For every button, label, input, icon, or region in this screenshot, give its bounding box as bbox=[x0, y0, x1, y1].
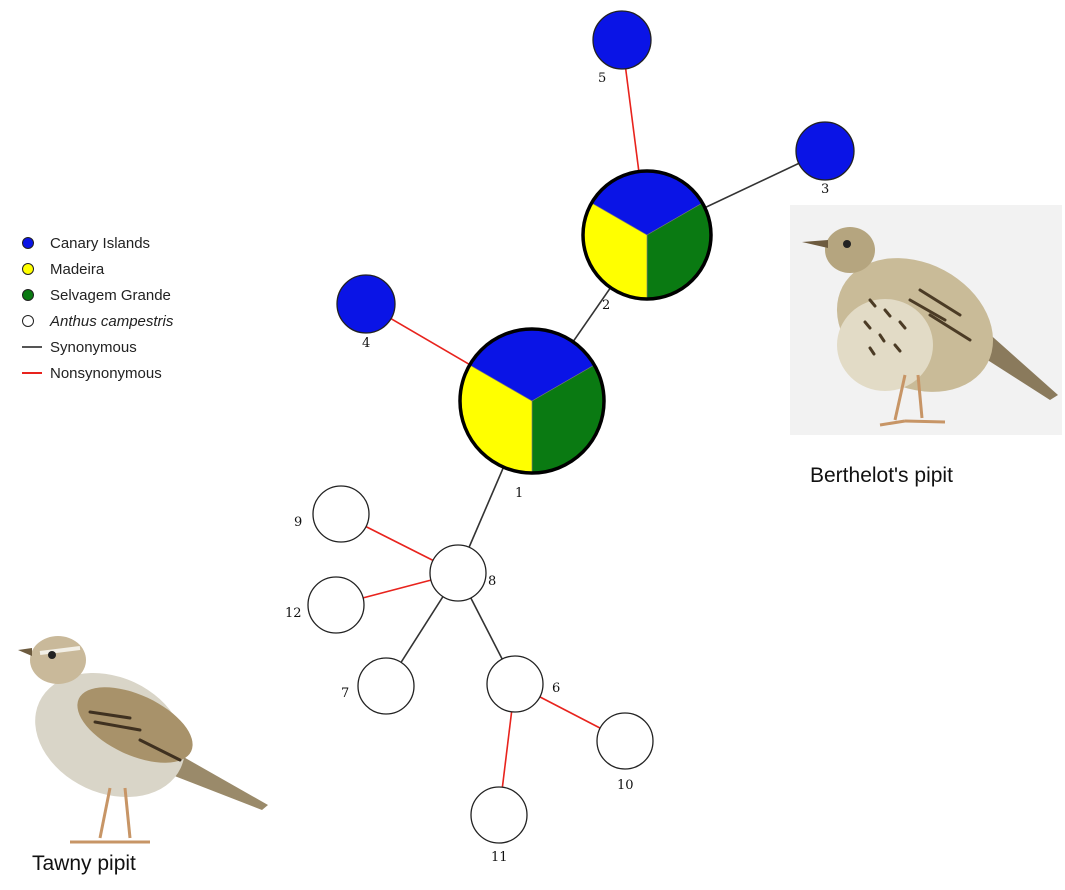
legend-label: Selvagem Grande bbox=[50, 286, 171, 304]
haplotype-node-9 bbox=[312, 485, 370, 543]
node-label-2: 2 bbox=[602, 298, 610, 313]
node-circle-5 bbox=[592, 10, 652, 70]
node-circle-3 bbox=[795, 121, 855, 181]
haplotype-node-6 bbox=[486, 655, 544, 713]
haplotype-node-8 bbox=[429, 544, 487, 602]
legend-item: Synonymous bbox=[22, 334, 173, 360]
node-circle-8 bbox=[429, 544, 487, 602]
nodes-layer bbox=[307, 10, 855, 844]
node-label-8: 8 bbox=[488, 574, 496, 589]
haplotype-node-7 bbox=[357, 657, 415, 715]
node-circle-12 bbox=[307, 576, 365, 634]
node-circle-4 bbox=[336, 274, 396, 334]
legend-label: Nonsynonymous bbox=[50, 364, 162, 382]
node-label-5: 5 bbox=[598, 71, 606, 86]
legend-label: Canary Islands bbox=[50, 234, 151, 252]
berthelots-pipit-caption: Berthelot's pipit bbox=[810, 464, 953, 487]
legend-label: Anthus campestris bbox=[50, 312, 174, 330]
haplotype-node-3 bbox=[795, 121, 855, 181]
haplotype-node-10 bbox=[596, 712, 654, 770]
legend-line-icon bbox=[22, 372, 50, 374]
node-label-9: 9 bbox=[294, 515, 302, 530]
node-circle-6 bbox=[486, 655, 544, 713]
pie-outline-1 bbox=[458, 327, 606, 475]
node-label-1: 1 bbox=[515, 486, 523, 501]
pie-outline-2 bbox=[581, 169, 713, 301]
legend-item: Nonsynonymous bbox=[22, 360, 173, 386]
node-label-7: 7 bbox=[341, 686, 349, 701]
node-label-4: 4 bbox=[362, 336, 370, 351]
legend-line-icon bbox=[22, 346, 50, 348]
legend-item: Anthus campestris bbox=[22, 308, 173, 334]
node-circle-9 bbox=[312, 485, 370, 543]
berthelots-pipit-illustration bbox=[790, 205, 1062, 435]
haplotype-node-12 bbox=[307, 576, 365, 634]
haplotype-node-2 bbox=[581, 169, 713, 301]
node-circle-11 bbox=[470, 786, 528, 844]
node-label-12: 12 bbox=[285, 606, 302, 621]
haplotype-node-11 bbox=[470, 786, 528, 844]
legend-label: Madeira bbox=[50, 260, 105, 278]
node-label-11: 11 bbox=[491, 850, 508, 865]
legend-dot-icon bbox=[22, 289, 50, 301]
legend-item: Canary Islands bbox=[22, 230, 173, 256]
legend-item: Selvagem Grande bbox=[22, 282, 173, 308]
legend-item: Madeira bbox=[22, 256, 173, 282]
tawny-pipit-caption: Tawny pipit bbox=[32, 852, 136, 875]
node-label-6: 6 bbox=[552, 681, 560, 696]
node-circle-10 bbox=[596, 712, 654, 770]
tawny-pipit-illustration bbox=[18, 636, 268, 844]
node-label-10: 10 bbox=[617, 778, 634, 793]
legend-label: Synonymous bbox=[50, 338, 137, 356]
haplotype-node-5 bbox=[592, 10, 652, 70]
node-label-3: 3 bbox=[821, 182, 829, 197]
legend-dot-icon bbox=[22, 315, 50, 327]
node-circle-7 bbox=[357, 657, 415, 715]
haplotype-node-1 bbox=[458, 327, 606, 475]
haplotype-node-4 bbox=[336, 274, 396, 334]
legend-dot-icon bbox=[22, 263, 50, 275]
legend-dot-icon bbox=[22, 237, 50, 249]
